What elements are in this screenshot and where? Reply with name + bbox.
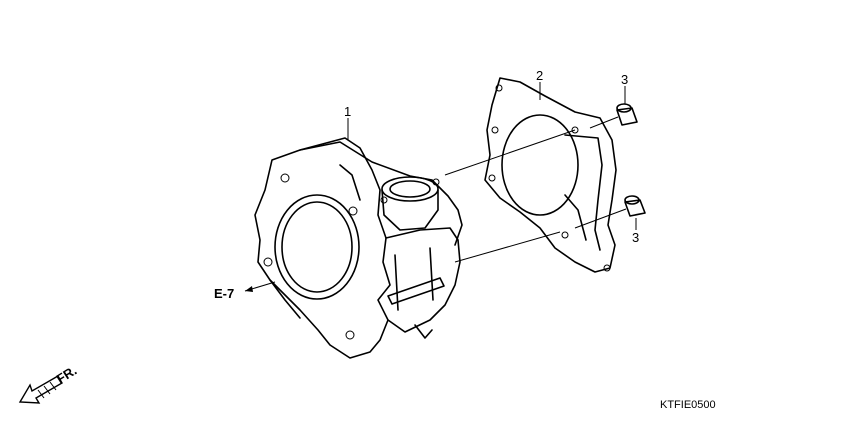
dowel-pin-top (616, 103, 638, 126)
callout-3-bottom: 3 (632, 230, 639, 245)
callout-3-top: 3 (621, 72, 628, 87)
cylinder-part (254, 137, 463, 359)
diagram-code: KTFIE0500 (660, 399, 716, 411)
callout-1: 1 (344, 104, 351, 119)
callout-2: 2 (536, 68, 543, 83)
gasket-part (484, 77, 617, 273)
dowel-pin-bottom (624, 195, 646, 217)
front-arrow-icon (18, 375, 63, 404)
alignment-lines (244, 82, 637, 292)
reference-label: E-7 (214, 286, 234, 301)
